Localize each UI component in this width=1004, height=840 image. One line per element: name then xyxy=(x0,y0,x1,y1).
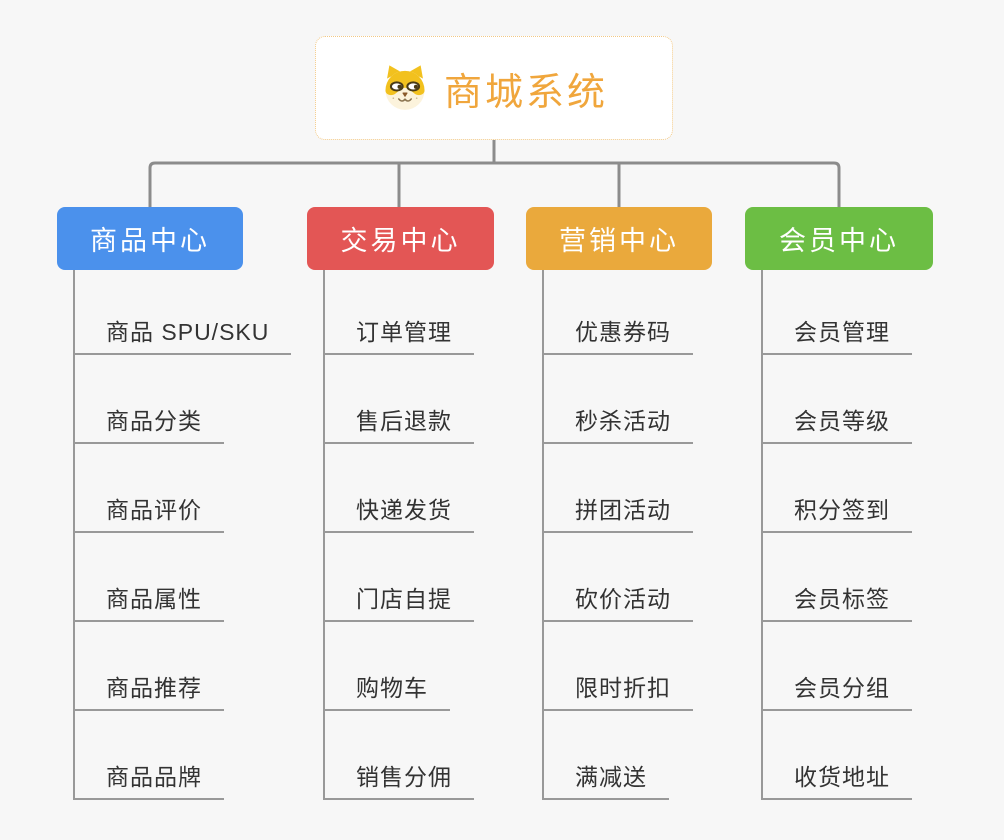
branch-children: 优惠券码 秒杀活动 拼团活动 砍价活动 限时折扣 满减送 xyxy=(542,270,712,800)
dog-logo-icon xyxy=(385,65,425,110)
leaf-node[interactable]: 商品分类 xyxy=(75,402,224,444)
branch-node-marketing-center[interactable]: 营销中心 xyxy=(526,207,712,270)
leaf-node[interactable]: 商品 SPU/SKU xyxy=(75,313,292,355)
leaf-node[interactable]: 会员标签 xyxy=(763,580,912,622)
branch-node-member-center[interactable]: 会员中心 xyxy=(745,207,933,270)
branch-column-marketing-center: 营销中心 优惠券码 秒杀活动 拼团活动 砍价活动 限时折扣 满减送 xyxy=(526,207,712,800)
leaf-node[interactable]: 会员等级 xyxy=(763,402,912,444)
branch-node-label: 营销中心 xyxy=(559,226,679,256)
branch-column-trade-center: 交易中心 订单管理 售后退款 快递发货 门店自提 购物车 销售分佣 xyxy=(307,207,494,800)
root-node-label: 商城系统 xyxy=(443,71,608,114)
branch-node-product-center[interactable]: 商品中心 xyxy=(57,207,243,270)
leaf-node[interactable]: 优惠券码 xyxy=(544,313,693,355)
leaf-node[interactable]: 商品推荐 xyxy=(75,669,224,711)
root-node[interactable]: 商城系统 xyxy=(315,36,673,140)
branch-children: 会员管理 会员等级 积分签到 会员标签 会员分组 收货地址 xyxy=(761,270,933,800)
branch-node-label: 商品中心 xyxy=(90,226,210,256)
leaf-node[interactable]: 砍价活动 xyxy=(544,580,693,622)
leaf-node[interactable]: 售后退款 xyxy=(325,402,474,444)
branch-node-label: 交易中心 xyxy=(340,226,461,256)
leaf-node[interactable]: 门店自提 xyxy=(325,580,474,622)
leaf-node[interactable]: 积分签到 xyxy=(763,491,912,533)
leaf-node[interactable]: 商品品牌 xyxy=(75,758,224,800)
leaf-node[interactable]: 快递发货 xyxy=(325,491,474,533)
branch-column-member-center: 会员中心 会员管理 会员等级 积分签到 会员标签 会员分组 收货地址 xyxy=(745,207,933,800)
leaf-node[interactable]: 商品属性 xyxy=(75,580,224,622)
leaf-node[interactable]: 商品评价 xyxy=(75,491,224,533)
leaf-node[interactable]: 收货地址 xyxy=(763,758,912,800)
leaf-node[interactable]: 限时折扣 xyxy=(544,669,693,711)
leaf-node[interactable]: 满减送 xyxy=(544,758,669,800)
leaf-node[interactable]: 会员管理 xyxy=(763,313,912,355)
leaf-node[interactable]: 购物车 xyxy=(325,669,450,711)
leaf-node[interactable]: 会员分组 xyxy=(763,669,912,711)
leaf-node[interactable]: 订单管理 xyxy=(325,313,474,355)
leaf-node[interactable]: 秒杀活动 xyxy=(544,402,693,444)
branch-node-label: 会员中心 xyxy=(779,226,899,256)
branch-node-trade-center[interactable]: 交易中心 xyxy=(307,207,494,270)
branch-column-product-center: 商品中心 商品 SPU/SKU 商品分类 商品评价 商品属性 商品推荐 商品品牌 xyxy=(57,207,292,800)
leaf-node[interactable]: 拼团活动 xyxy=(544,491,693,533)
leaf-node[interactable]: 销售分佣 xyxy=(325,758,474,800)
branch-children: 商品 SPU/SKU 商品分类 商品评价 商品属性 商品推荐 商品品牌 xyxy=(73,270,292,800)
branch-children: 订单管理 售后退款 快递发货 门店自提 购物车 销售分佣 xyxy=(323,270,494,800)
